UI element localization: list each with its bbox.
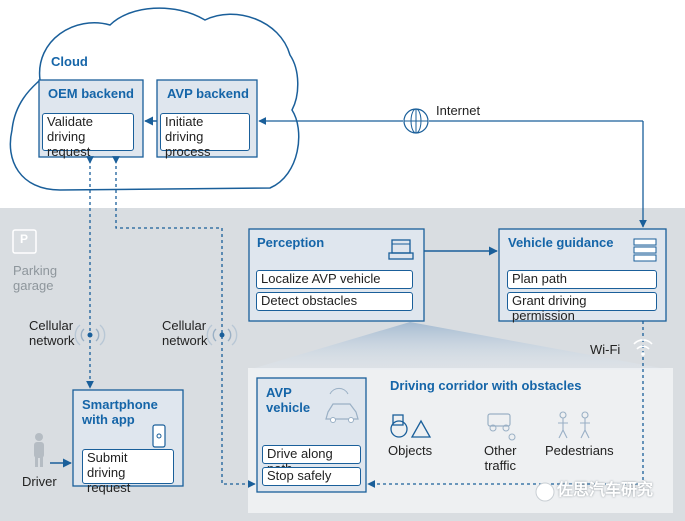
validate-driving-request: Validate driving request	[42, 113, 134, 159]
cloud-title: Cloud	[51, 54, 88, 69]
cellular-link-vehicle	[112, 156, 256, 488]
vehicle-guidance-title: Vehicle guidance	[508, 235, 614, 250]
internet-label: Internet	[436, 103, 481, 118]
corridor-title: Driving corridor with obstacles	[390, 378, 582, 393]
watermark-text: 佐思汽车研究	[557, 482, 654, 499]
driver-label: Driver	[22, 474, 57, 489]
perception-action: Detect obstacles	[256, 292, 413, 311]
server-icon	[633, 238, 657, 262]
cellular-network-label: Cellular network	[29, 318, 75, 348]
oem-backend-title: OEM backend	[48, 86, 134, 101]
submit-driving-request: Submit driving request	[82, 449, 174, 495]
car-icon	[325, 387, 359, 423]
parking-sign-icon	[12, 229, 37, 254]
initiate-driving-process: Initiate driving process	[160, 113, 250, 159]
objects-label: Objects	[388, 443, 433, 458]
other-traffic-icon	[487, 413, 516, 441]
wifi-icon	[633, 339, 653, 356]
cellular-antenna-icon-1	[74, 324, 106, 346]
watermark-logo-icon	[535, 482, 555, 502]
driver-icon	[34, 433, 44, 467]
wifi-label: Wi-Fi	[590, 342, 621, 357]
avp-backend-title: AVP backend	[167, 86, 249, 101]
wifi-link-vehicle	[367, 321, 644, 488]
vehicle-action: Drive along path	[262, 445, 361, 476]
smartphone-icon	[152, 424, 166, 448]
other-traffic-label: Other traffic	[484, 443, 517, 473]
perception-sensor-icon	[388, 239, 414, 260]
cellular-antenna-icon-2	[206, 324, 238, 346]
parking-garage-label: Parking garage	[13, 263, 58, 293]
avp-vehicle-title: AVP vehicle	[266, 385, 311, 415]
parking-sign-letter: P	[20, 232, 29, 246]
perception-beam	[248, 322, 672, 370]
perception-title: Perception	[257, 235, 325, 250]
smartphone-title: Smartphone with app	[82, 397, 158, 427]
objects-icon	[390, 414, 432, 438]
cellular-network-label: Cellular network	[162, 318, 208, 348]
vehicle-action: Stop safely	[262, 467, 361, 486]
guidance-action: Grant driving permission	[507, 292, 657, 323]
pedestrians-icon	[558, 411, 590, 439]
pedestrians-label: Pedestrians	[545, 443, 614, 458]
guidance-action: Plan path	[507, 270, 657, 289]
perception-action: Localize AVP vehicle	[256, 270, 413, 289]
